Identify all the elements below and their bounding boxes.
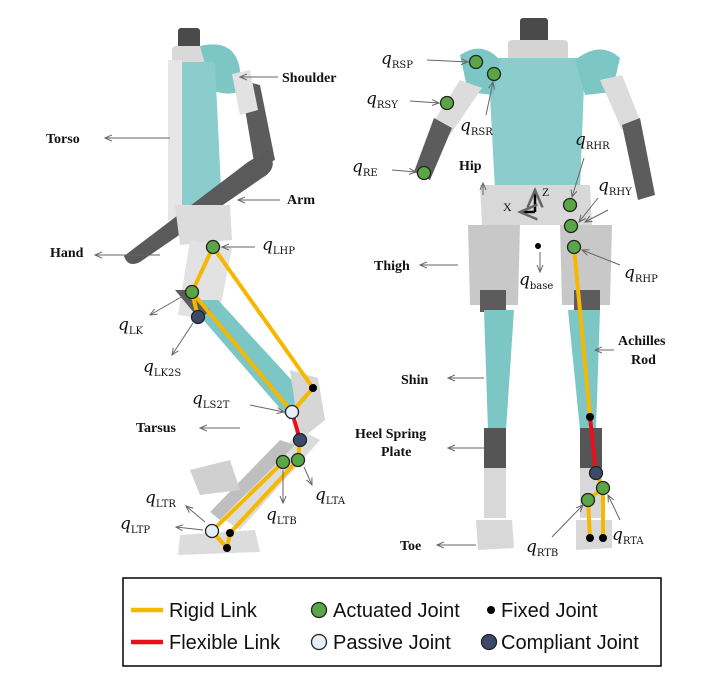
joint-label-ltr: qLTR bbox=[145, 488, 176, 510]
side-view-joints bbox=[184, 239, 317, 552]
torso-icon bbox=[170, 62, 222, 216]
legend-compliant-joint-swatch bbox=[480, 633, 498, 651]
legend: Rigid Link Flexible Link Actuated Joint … bbox=[122, 577, 662, 667]
front-view-robot bbox=[414, 18, 655, 550]
joint-label-rsp: qRSP bbox=[381, 49, 413, 71]
foot-icon bbox=[178, 530, 260, 555]
front-view-arrows bbox=[391, 60, 621, 545]
base-origin bbox=[535, 243, 541, 249]
joint-label-rsr: qRSR bbox=[460, 116, 493, 138]
compliant-joint-side-heel bbox=[292, 432, 308, 448]
label-hand: Hand bbox=[50, 246, 84, 261]
axis-z-label: Z bbox=[542, 185, 549, 199]
head-sensor-icon bbox=[178, 28, 200, 50]
legend-fixed-joint-label: Fixed Joint bbox=[501, 600, 598, 622]
joint-label-lk: qLK bbox=[118, 315, 144, 337]
compliant-joint-lk2s bbox=[190, 309, 206, 325]
legend-rigid-link-label: Rigid Link bbox=[169, 600, 258, 622]
joint-label-lk2s: qLK2S bbox=[143, 357, 181, 379]
passive-joint-ls2t bbox=[284, 404, 300, 420]
fixed-joint-side-toe-b bbox=[223, 544, 231, 552]
actuated-joint-rtb bbox=[580, 492, 596, 508]
actuated-joint-rhr bbox=[562, 197, 578, 213]
label-torso: Torso bbox=[46, 132, 80, 147]
toe-icon bbox=[476, 520, 514, 550]
joint-label-rhy: qRHY bbox=[598, 176, 632, 198]
legend-box bbox=[122, 577, 662, 667]
joint-label-ltp: qLTP bbox=[120, 514, 150, 536]
shin-icon bbox=[484, 310, 514, 430]
label-toe: Toe bbox=[400, 539, 421, 554]
legend-actuated-joint-label: Actuated Joint bbox=[333, 600, 460, 622]
label-hip: Hip bbox=[459, 159, 482, 174]
front-view-labels: Hip Thigh Shin Heel Spring Plate Toe Ach… bbox=[352, 49, 666, 559]
actuated-joint-lk bbox=[184, 284, 200, 300]
label-arm: Arm bbox=[287, 193, 315, 208]
fixed-joint-front-toe-a bbox=[586, 534, 594, 542]
joint-label-rsy: qRSY bbox=[366, 89, 398, 111]
fixed-joint-front-knee bbox=[586, 413, 594, 421]
head-sensor-icon-front bbox=[520, 18, 548, 44]
joint-label-rhp: qRHP bbox=[624, 263, 658, 285]
legend-fixed-joint-swatch bbox=[487, 606, 495, 614]
joint-label-qbase: qbase bbox=[519, 270, 553, 292]
joint-label-re: qRE bbox=[352, 157, 378, 179]
actuated-joint-rta bbox=[595, 480, 611, 496]
fixed-joint-front-toe-b bbox=[599, 534, 607, 542]
side-view-arrows bbox=[95, 77, 312, 530]
actuated-joint-rhy bbox=[563, 218, 579, 234]
side-view-robot bbox=[124, 28, 325, 555]
passive-joint-ltp bbox=[204, 523, 220, 539]
base-frame-axes: Z X bbox=[503, 185, 549, 214]
legend-compliant-joint-label: Compliant Joint bbox=[501, 632, 639, 654]
joint-label-rta: qRTA bbox=[612, 525, 644, 547]
joint-label-lta: qLTA bbox=[315, 485, 346, 507]
label-shin: Shin bbox=[401, 373, 428, 388]
actuated-joint-rsy bbox=[439, 95, 455, 111]
actuated-joint-rsr bbox=[486, 66, 502, 82]
joint-label-rtb: qRTB bbox=[526, 537, 558, 559]
actuated-joint-ltb bbox=[275, 454, 291, 470]
label-plate: Plate bbox=[381, 445, 411, 460]
label-thigh: Thigh bbox=[374, 259, 410, 274]
side-view-labels: Shoulder Torso Arm Hand Tarsus qLHP qLK … bbox=[46, 71, 346, 536]
actuated-joint-re bbox=[416, 165, 432, 181]
actuated-joint-rhp bbox=[566, 239, 582, 255]
compliant-joint-front-heel bbox=[588, 465, 604, 481]
fixed-joint-side-knee bbox=[309, 384, 317, 392]
front-view-joints bbox=[416, 54, 611, 542]
actuated-joint-lhp bbox=[205, 239, 221, 255]
heel-plate-icon bbox=[484, 428, 506, 468]
label-shoulder: Shoulder bbox=[282, 71, 336, 86]
legend-actuated-joint-swatch bbox=[310, 601, 328, 619]
joint-label-ltb: qLTB bbox=[266, 505, 297, 527]
actuated-joint-rsp bbox=[468, 54, 484, 70]
thigh-icon bbox=[468, 225, 520, 305]
axis-x-label: X bbox=[503, 200, 512, 214]
joint-label-ls2t: qLS2T bbox=[192, 389, 230, 411]
actuated-joint-lta bbox=[290, 452, 306, 468]
label-achilles: Achilles bbox=[618, 334, 666, 349]
legend-passive-joint-swatch bbox=[310, 633, 328, 651]
legend-passive-joint-label: Passive Joint bbox=[333, 632, 451, 654]
label-tarsus: Tarsus bbox=[136, 421, 177, 436]
joint-label-lhp: qLHP bbox=[262, 235, 295, 257]
joint-label-rhr: qRHR bbox=[575, 130, 610, 152]
label-heel-spring: Heel Spring bbox=[355, 427, 426, 442]
legend-flexible-link-label: Flexible Link bbox=[169, 632, 281, 654]
torso-front-icon bbox=[488, 58, 585, 198]
label-rod: Rod bbox=[631, 353, 656, 368]
fixed-joint-side-toe-a bbox=[226, 529, 234, 537]
